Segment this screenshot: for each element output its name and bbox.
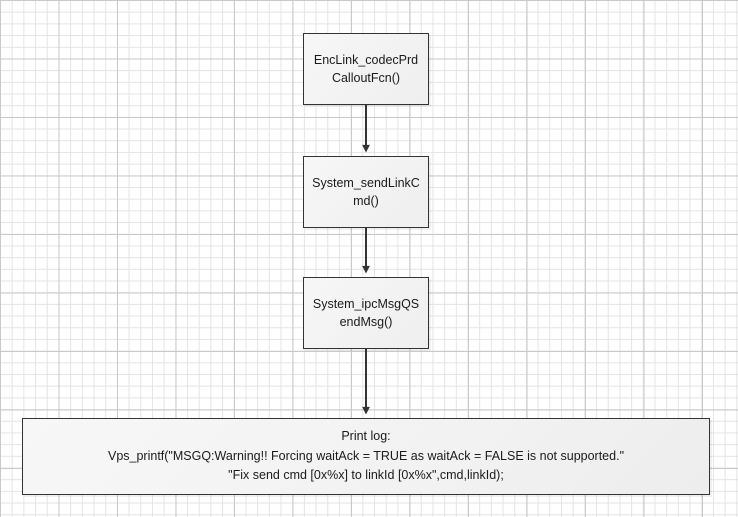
node-print-log[interactable]: Print log: Vps_printf("MSGQ:Warning!! Fo… (22, 418, 710, 495)
node-label: System_ipcMsgQSendMsg() (312, 296, 420, 329)
print-log-line-2: "Fix send cmd [0x%x] to linkId [0x%x",cm… (228, 468, 504, 483)
print-log-line-1: Vps_printf("MSGQ:Warning!! Forcing waitA… (107, 448, 624, 463)
node-system-sendlinkcmd[interactable]: System_sendLinkCmd() (303, 156, 429, 228)
node-system-ipcmsgqsendmsg[interactable]: System_ipcMsgQSendMsg() (303, 277, 429, 349)
print-log-title: Print log: (341, 429, 391, 444)
node-label: EncLink_codecPrdCalloutFcn() (313, 52, 419, 85)
node-label: System_sendLinkCmd() (312, 175, 420, 208)
node-enclink-codecprdcalloutfcn[interactable]: EncLink_codecPrdCalloutFcn() (303, 33, 429, 105)
